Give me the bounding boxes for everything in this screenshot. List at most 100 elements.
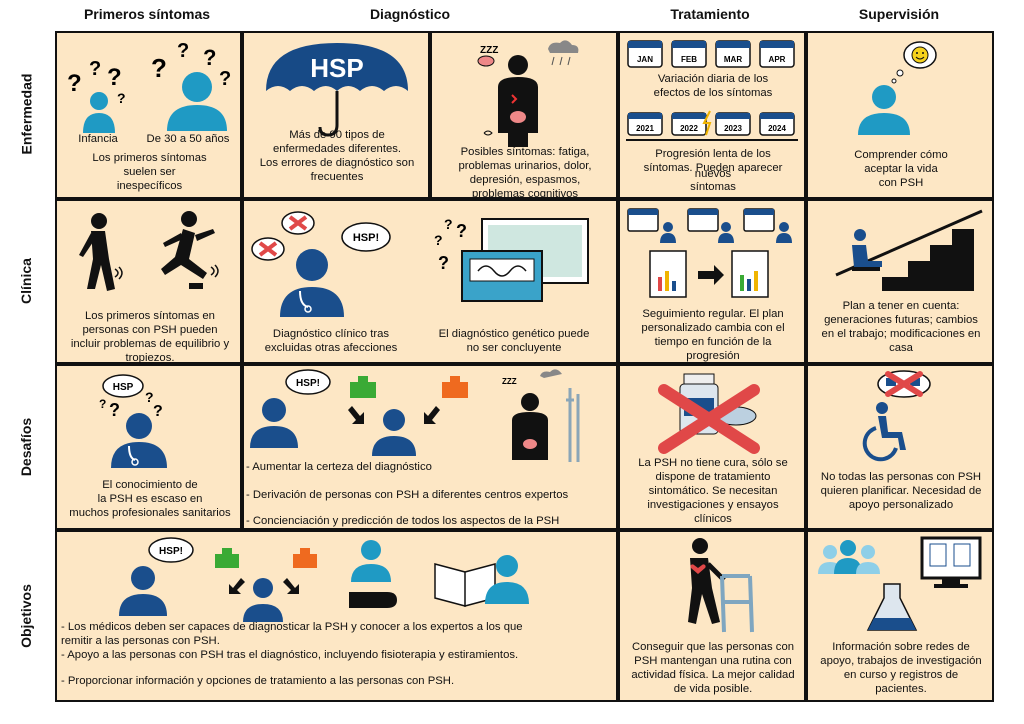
svg-text:?: ? (151, 53, 167, 83)
sintomas-word: síntomas (690, 181, 736, 193)
svg-text:HSP!: HSP! (296, 378, 320, 389)
column-header-tratamiento: Tratamiento (670, 6, 750, 22)
desafios-bullet-1: - Aumentar la certeza del diagnóstico (246, 461, 432, 473)
row-header-enfermedad: Enfermedad (18, 73, 35, 155)
column-header-diagnostico: Diagnóstico (369, 6, 451, 22)
svg-text:?: ? (434, 232, 443, 248)
cell-objetivos-primeros-diagnostico: HSP! - Los médicos deben ser capaces de … (55, 530, 618, 702)
wheelchair-thought-icon (862, 370, 931, 462)
primeros-sintomas-text: Los primeros síntomas suelen ser inespec… (92, 152, 207, 192)
objectives-icons: HSP! (119, 537, 529, 622)
svg-text:APR: APR (769, 55, 786, 64)
cell-objetivos-tratamiento: Conseguir que las personas con PSH mante… (618, 530, 806, 702)
confused-doctor-icon: HSP ? ? ? ? (99, 374, 167, 468)
svg-text:2024: 2024 (768, 124, 786, 133)
cell-enfermedad-supervision: Comprender cómo aceptar la vida con PSH (806, 31, 994, 199)
svg-text:?: ? (438, 253, 449, 273)
svg-text:ZZZ: ZZZ (480, 45, 498, 56)
column-header-supervision: Supervisión (858, 6, 940, 22)
sintomas-text: Posibles síntomas: fatiga, problemas uri… (458, 146, 592, 199)
svg-text:?: ? (153, 403, 163, 420)
svg-text:FEB: FEB (681, 55, 697, 64)
svg-text:?: ? (109, 400, 120, 420)
umbrella-label: HSP (310, 53, 363, 83)
cell-desafios-primeros: HSP ? ? ? ? El conocimiento de la PSH es… (55, 364, 242, 530)
objetivos-bullet-3: - Proporcionar información y opciones de… (61, 675, 455, 687)
comprender-text: Comprender cómo aceptar la vida con PSH (854, 149, 948, 189)
svg-text:?: ? (145, 389, 154, 405)
svg-text:2023: 2023 (724, 124, 742, 133)
umbrella-icon: HSP (266, 43, 408, 137)
cell-enfermedad-tipos: HSP Más de 90 tipos de enfermedades dife… (242, 31, 430, 199)
svg-text:JAN: JAN (637, 55, 653, 64)
svg-text:?: ? (177, 40, 189, 62)
cell-enfermedad-primeros: ? ? ? ? ? ? ? ? Infancia De 30 a 50 años… (55, 31, 242, 199)
stairlift-icon (835, 209, 983, 291)
tripping-person-icon (79, 211, 219, 291)
actividad-text: Conseguir que las personas con PSH mante… (631, 641, 795, 695)
objetivos-bullet-2: - Apoyo a las personas con PSH tras el d… (61, 649, 519, 661)
cell-enfermedad-tratamiento: JAN FEB MAR APR Variación diaria de los … (618, 31, 806, 199)
conocimiento-text: El conocimiento de la PSH es escaso en m… (69, 479, 231, 519)
cura-text: La PSH no tiene cura, sólo se dispone de… (638, 457, 788, 525)
timeline-line (626, 139, 798, 141)
desafios-bullet-3: - Concienciación y predicción de todos l… (246, 515, 560, 527)
follow-up-plan-icon (627, 208, 792, 298)
cell-clinica-diagnostico: HSP! ? ? ? ? Diagnóstico clínico tras ex… (242, 199, 618, 364)
svg-text:?: ? (89, 58, 101, 80)
svg-text:HSP!: HSP! (353, 232, 379, 244)
variacion-text: Variación diaria de los efectos de los s… (653, 73, 773, 99)
desafios-bullet-2: - Derivación de personas con PSH a difer… (246, 489, 569, 501)
svg-text:?: ? (67, 70, 82, 97)
svg-text:2022: 2022 (680, 124, 698, 133)
progresion-text: Progresión lenta de los síntomas. Pueden… (643, 148, 783, 174)
referral-diagram-icon: HSP! ZZZ (250, 369, 580, 462)
cell-clinica-primeros: Los primeros síntomas en personas con PS… (55, 199, 242, 364)
planificar-text: No todas las personas con PSH quieren pl… (820, 471, 982, 511)
adult-question-icon: ? ? ? ? (151, 40, 231, 131)
cell-clinica-supervision: Plan a tener en cuenta: generaciones fut… (806, 199, 994, 364)
row-header-clinica: Clínica (18, 258, 34, 304)
svg-text:HSP: HSP (113, 382, 134, 393)
no-cure-medicine-icon (658, 373, 760, 454)
svg-text:2021: 2021 (636, 124, 654, 133)
label-edad-adulta: De 30 a 50 años (146, 133, 230, 145)
svg-text:HSP!: HSP! (159, 546, 183, 557)
svg-text:?: ? (203, 45, 216, 70)
redes-text: Información sobre redes de apoyo, trabaj… (820, 641, 982, 695)
doctor-thinking-icon: HSP! (251, 211, 391, 317)
walker-person-icon (688, 538, 754, 633)
svg-text:?: ? (117, 90, 126, 106)
happy-thought-person-icon (858, 41, 937, 135)
row-header-desafios: Desafíos (18, 417, 35, 477)
cell-desafios-diagnostico: HSP! ZZZ - Aumentar la certeza del diagn… (242, 364, 618, 530)
clinico-text: Diagnóstico clínico tras excluidas otras… (264, 328, 398, 354)
svg-text:?: ? (456, 221, 467, 241)
cell-enfermedad-sintomas: ZZZ Posibles síntomas: fatiga, problemas… (430, 31, 618, 199)
row-header-objetivos: Objetivos (18, 584, 35, 648)
research-network-icon (818, 536, 982, 631)
cell-desafios-supervision: No todas las personas con PSH quieren pl… (806, 364, 994, 530)
objetivos-bullet-1: - Los médicos deben ser capaces de diagn… (61, 621, 523, 647)
seguimiento-text: Seguimiento regular. El plan personaliza… (641, 308, 785, 362)
nuevos-text: nuevos (694, 168, 732, 180)
plan-text: Plan a tener en cuenta: generaciones fut… (821, 300, 981, 354)
genetico-text: El diagnóstico genético puede no ser con… (438, 328, 590, 354)
symptoms-person-icon: ZZZ (477, 40, 579, 147)
svg-text:ZZZ: ZZZ (502, 377, 517, 386)
tipos-text: Más de 90 tipos de enfermedades diferent… (259, 129, 415, 183)
svg-text:?: ? (444, 216, 453, 232)
child-question-icon: ? ? ? ? (67, 58, 126, 133)
column-header-primeros: Primeros síntomas (83, 6, 211, 22)
svg-text:?: ? (107, 64, 122, 91)
dna-sequencer-icon: ? ? ? ? (434, 216, 589, 302)
monthly-calendar-icons: JAN FEB MAR APR (627, 40, 795, 68)
equilibrio-text: Los primeros síntomas en personas con PS… (70, 310, 230, 364)
cell-objetivos-supervision: Información sobre redes de apoyo, trabaj… (806, 530, 994, 702)
cell-clinica-tratamiento: Seguimiento regular. El plan personaliza… (618, 199, 806, 364)
label-infancia: Infancia (78, 133, 118, 145)
svg-text:?: ? (219, 68, 231, 90)
svg-text:?: ? (99, 397, 106, 411)
cell-desafios-tratamiento: La PSH no tiene cura, sólo se dispone de… (618, 364, 806, 530)
yearly-calendar-icons: 2021 2022 2023 2024 (627, 110, 795, 136)
